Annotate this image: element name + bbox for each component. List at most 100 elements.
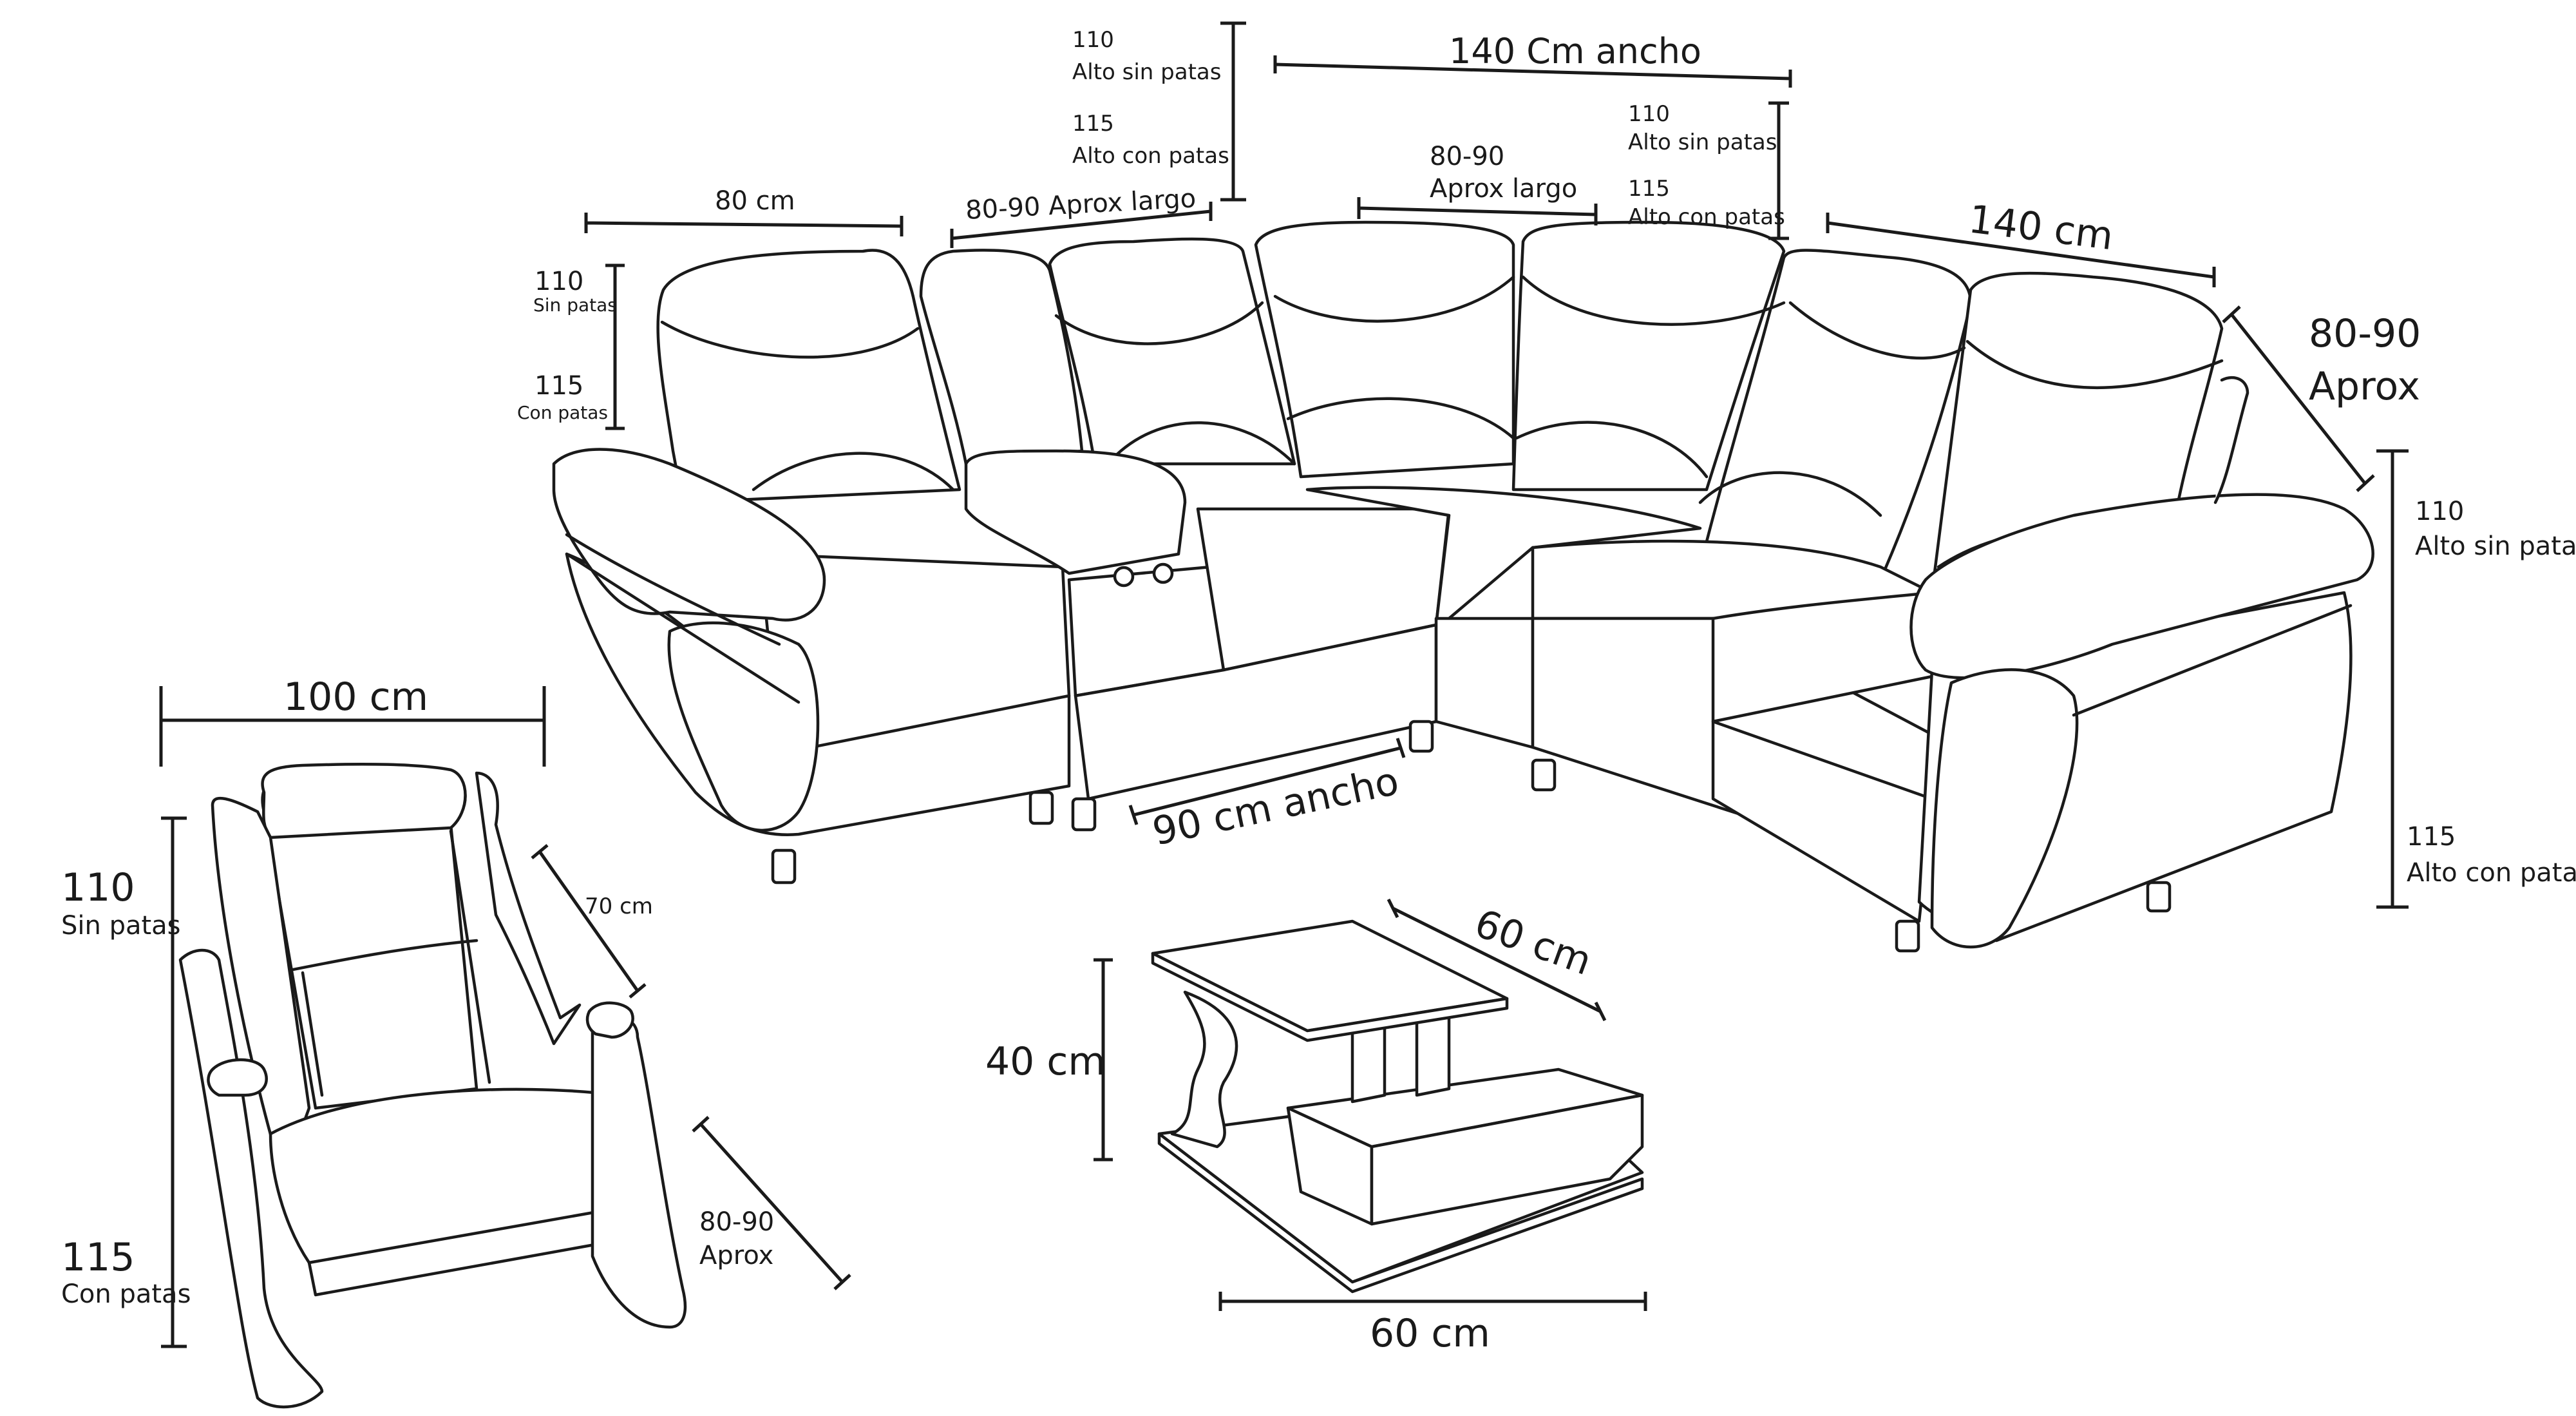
label-top-110-text: Alto sin patas (1072, 59, 1221, 85)
dim-armchair-depth (692, 1116, 851, 1290)
right-arm-seam (2072, 604, 2353, 717)
label-armchair-width: 100 cm (283, 675, 428, 720)
dim-top-width (1273, 55, 1792, 88)
leg-5 (1531, 758, 1557, 792)
dim-right-width (1826, 213, 2216, 287)
label-top-width: 140 Cm ancho (1449, 31, 1701, 72)
label-right-110: 110 (1628, 101, 1670, 127)
label-left-115: 115 (535, 371, 583, 401)
leg-6 (1895, 919, 1920, 953)
dimension-lines (159, 21, 2409, 1348)
table-lower-side (1370, 1093, 1644, 1226)
dim-armchair-height (161, 816, 187, 1348)
dim-far-height (2376, 449, 2409, 909)
lumbar-line-2 (1106, 421, 1296, 466)
leg-4 (1408, 720, 1434, 753)
label-far-110-text: Alto sin patas (2415, 531, 2576, 561)
table-top-edge (1151, 952, 1509, 1042)
label-armchair-depth-text: Aprox (699, 1241, 773, 1270)
right-arm-front (1930, 668, 2079, 949)
label-left-width: 80 cm (715, 186, 795, 216)
label-left-115-text: Con patas (517, 402, 608, 423)
pillow-line-1 (660, 320, 920, 359)
label-armchair-115-text: Con patas (61, 1279, 191, 1309)
label-right-width: 140 cm (1966, 196, 2116, 259)
sectional-sofa (552, 220, 2374, 953)
label-far-115: 115 (2407, 822, 2456, 852)
armchair-right-wing (475, 771, 582, 1046)
label-mid-depth: 80-90 (1430, 142, 1504, 171)
back-cushion-3 (1048, 237, 1296, 466)
left-arm-seam (565, 552, 800, 704)
label-right-depth: 80-90 (2309, 311, 2421, 356)
armchair-back-line-1 (275, 939, 478, 975)
dim-right-depth (2222, 305, 2375, 492)
table-pillar-1 (1350, 1022, 1387, 1104)
armchair-back-line-2 (301, 971, 324, 1097)
label-right-115: 115 (1628, 176, 1670, 202)
dim-table-depth (1387, 898, 1607, 1022)
dim-left-depth (950, 202, 1213, 248)
dim-table-width (1218, 1292, 1647, 1311)
pillow-line-4 (1521, 275, 1786, 326)
armchair-headrest (261, 763, 467, 839)
dim-left-height (605, 263, 625, 430)
pillow-line-6 (1965, 340, 2224, 389)
right-arm (1909, 493, 2374, 680)
label-left-110-text: Sin patas (533, 294, 617, 316)
dim-armchair-arm (531, 844, 647, 999)
table-curve-support (1170, 990, 1238, 1149)
dimension-labels: 110 Alto sin patas 115 Alto con patas 14… (61, 27, 2576, 1356)
label-table-height: 40 cm (985, 1039, 1106, 1084)
back-cushion-2 (919, 249, 1084, 466)
label-armchair-115: 115 (61, 1235, 135, 1280)
corner-base (1434, 617, 1535, 749)
label-far-110: 110 (2415, 497, 2464, 526)
label-far-115-text: Alto con patas (2407, 858, 2576, 888)
label-right-depth-text: Aprox (2309, 364, 2420, 409)
pillow-line-2 (1054, 301, 1264, 345)
dim-front-width (1128, 738, 1406, 825)
leg-2 (1028, 790, 1054, 825)
dim-top-height (1220, 21, 1246, 202)
label-right-115-text: Alto con patas (1628, 204, 1785, 230)
table-base-front (1157, 1132, 1644, 1294)
armchair-left-wing (211, 796, 311, 1181)
label-table-width: 60 cm (1370, 1311, 1490, 1356)
lumbar-line-5 (1698, 471, 1882, 517)
armchair (178, 763, 687, 1409)
leg-1 (771, 848, 797, 885)
back-cushion-4 (1254, 220, 1515, 479)
label-top-110: 110 (1072, 27, 1114, 53)
cupholder-1 (1113, 566, 1135, 588)
armchair-right-armpad (585, 1001, 634, 1039)
left-arm-seam-2 (565, 533, 781, 646)
label-left-depth: 80-90 Aprox largo (965, 184, 1197, 225)
pillow-line-5 (1788, 301, 1966, 360)
dim-table-height (1094, 958, 1113, 1162)
label-armchair-110-text: Sin patas (61, 911, 181, 941)
label-top-115-text: Alto con patas (1072, 143, 1229, 169)
left-arm-front (667, 621, 820, 832)
lumbar-line-3 (1286, 397, 1515, 440)
table-pillar-2 (1415, 1009, 1451, 1097)
right-chaise-front (1711, 720, 1934, 923)
label-armchair-depth: 80-90 (699, 1207, 774, 1237)
armchair-left-arm (178, 948, 324, 1409)
dim-mid-depth (1357, 197, 1598, 225)
console-top (964, 449, 1187, 575)
dim-right-height (1768, 101, 1789, 240)
armchair-back-line-3 (449, 829, 491, 1084)
label-top-115: 115 (1072, 111, 1114, 137)
label-armchair-arm: 70 cm (585, 894, 653, 919)
dim-left-width (584, 213, 904, 236)
cupholder-2 (1152, 562, 1174, 584)
lumbar-line-4 (1515, 421, 1709, 479)
label-left-110: 110 (535, 267, 583, 296)
label-mid-depth-text: Aprox largo (1430, 174, 1577, 204)
label-table-depth: 60 cm (1469, 901, 1598, 984)
label-right-110-text: Alto sin patas (1628, 129, 1777, 155)
leg-3 (1071, 797, 1097, 832)
pillow-line-3 (1273, 275, 1515, 323)
